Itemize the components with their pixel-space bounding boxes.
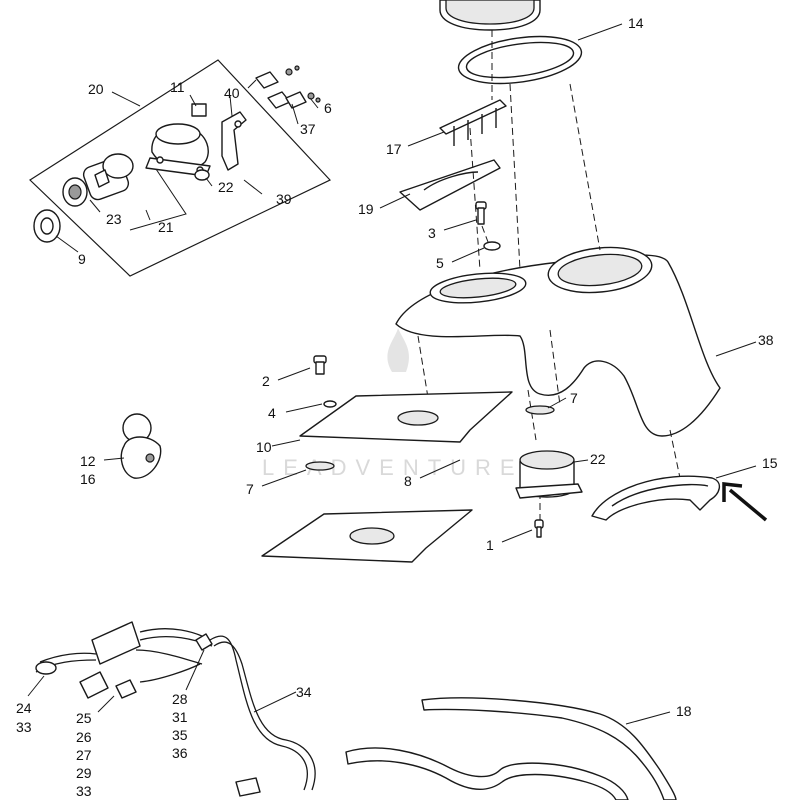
callout-20: 20 bbox=[88, 81, 104, 97]
callout-24: 24 bbox=[16, 700, 32, 716]
callout-7-lower: 7 bbox=[246, 481, 254, 497]
callout-22-upper: 22 bbox=[218, 179, 234, 195]
callout-6: 6 bbox=[324, 100, 332, 116]
bracket bbox=[221, 111, 247, 171]
callout-38: 38 bbox=[758, 332, 774, 348]
speaker-unit bbox=[515, 450, 583, 499]
ignition-switch bbox=[62, 153, 134, 207]
ignition-switch-group bbox=[29, 59, 331, 277]
callout-21: 21 bbox=[158, 219, 174, 235]
callout-18: 18 bbox=[676, 703, 692, 719]
mounting-plate-upper bbox=[299, 391, 513, 443]
screw-1 bbox=[534, 519, 544, 538]
connector-set bbox=[255, 65, 321, 109]
arrow-icon bbox=[722, 482, 768, 522]
callout-11: 11 bbox=[170, 79, 185, 95]
console-cover bbox=[395, 246, 721, 437]
gauge-assembly bbox=[439, 0, 583, 85]
callout-7-upper: 7 bbox=[570, 390, 578, 406]
screw-3 bbox=[475, 201, 487, 225]
grommet-lower bbox=[305, 461, 335, 471]
callout-4: 4 bbox=[268, 405, 276, 421]
callout-36: 36 bbox=[172, 745, 188, 761]
mounting-plate-lower bbox=[261, 509, 473, 563]
gasket-ring bbox=[457, 35, 583, 85]
callout-33-bottom: 33 bbox=[76, 783, 92, 799]
callout-2: 2 bbox=[262, 373, 270, 389]
callout-39: 39 bbox=[276, 191, 292, 207]
callout-labels: 14 20 11 40 6 37 17 22 39 19 23 21 3 9 5… bbox=[16, 15, 778, 799]
rubber-strip-set bbox=[345, 697, 677, 800]
group-box-outline bbox=[29, 59, 331, 277]
callout-5: 5 bbox=[436, 255, 444, 271]
callout-17: 17 bbox=[386, 141, 402, 157]
washer-5 bbox=[483, 241, 501, 251]
watermark: LEADVENTURE bbox=[262, 328, 524, 480]
callout-34: 34 bbox=[296, 684, 312, 700]
alignment-lines bbox=[417, 30, 681, 520]
callout-26: 26 bbox=[76, 729, 92, 745]
callout-19: 19 bbox=[358, 201, 374, 217]
callout-28: 28 bbox=[172, 691, 188, 707]
washer-4 bbox=[323, 400, 337, 408]
callout-31: 31 bbox=[172, 709, 188, 725]
leader-lines bbox=[27, 23, 757, 725]
callout-15: 15 bbox=[762, 455, 778, 471]
switch-housing bbox=[145, 123, 211, 177]
grommet-upper bbox=[525, 405, 555, 415]
trim-ring bbox=[591, 475, 720, 521]
callout-23: 23 bbox=[106, 211, 122, 227]
callout-33-left: 33 bbox=[16, 719, 32, 735]
screw-2 bbox=[313, 355, 327, 375]
callout-40: 40 bbox=[224, 85, 240, 101]
group-box-21-outline bbox=[129, 159, 187, 231]
plug-small bbox=[194, 169, 210, 181]
callout-10: 10 bbox=[256, 439, 272, 455]
callout-16: 16 bbox=[80, 471, 96, 487]
key-tag bbox=[120, 413, 162, 479]
gasket-plate-detail bbox=[423, 171, 479, 191]
callout-9: 9 bbox=[78, 251, 86, 267]
callout-3: 3 bbox=[428, 225, 436, 241]
clip bbox=[191, 103, 207, 117]
terminal-bar bbox=[439, 99, 507, 146]
callout-1: 1 bbox=[486, 537, 494, 553]
callout-22-lower: 22 bbox=[590, 451, 606, 467]
wiring-harness bbox=[35, 621, 316, 797]
callout-35: 35 bbox=[172, 727, 188, 743]
callout-27: 27 bbox=[76, 747, 92, 763]
callout-25: 25 bbox=[76, 710, 92, 726]
callout-37: 37 bbox=[300, 121, 316, 137]
watermark-text: LEADVENTURE bbox=[262, 455, 524, 480]
callout-12: 12 bbox=[80, 453, 96, 469]
callout-29: 29 bbox=[76, 765, 92, 781]
callout-8: 8 bbox=[404, 473, 412, 489]
callout-14: 14 bbox=[628, 15, 644, 31]
ring-washer bbox=[33, 209, 61, 243]
